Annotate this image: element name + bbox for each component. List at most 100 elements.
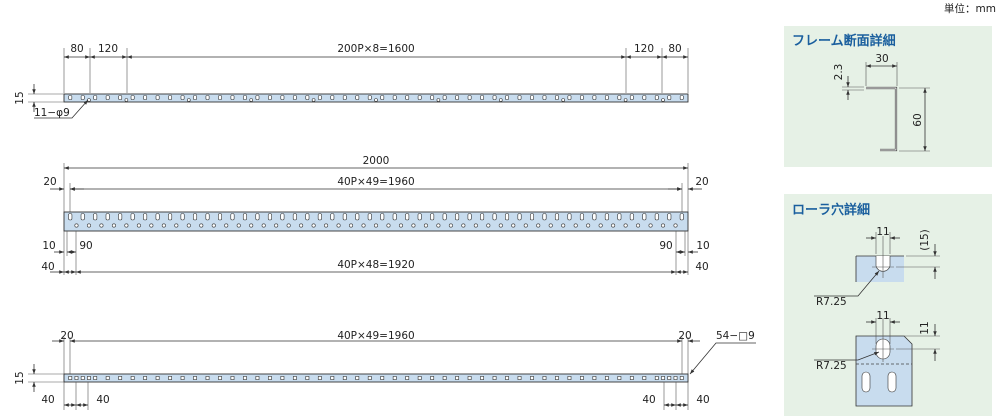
frame1-dim-pitch: 200P×8=1600 [337,43,414,55]
roller-slot [68,95,73,100]
square-hole [679,376,684,380]
square-hole [342,376,347,380]
square-hole [330,376,335,380]
roller-slot [280,95,285,100]
roller-slot [380,213,385,221]
roller-slot [392,213,397,221]
section-detail-panel [784,26,992,167]
mounting-hole [349,223,354,228]
square-hole [592,376,597,380]
roller-slot [667,95,672,100]
frame1-dim-height: 15 [14,91,26,104]
mounting-hole [661,98,665,102]
roller-slot [280,213,285,221]
frame1-dim-80-right: 80 [668,43,681,55]
frame2-dim-10-left: 10 [42,240,55,252]
mounting-hole [249,98,253,102]
mounting-hole [573,223,578,228]
square-hole [405,376,410,380]
mounting-hole [386,223,391,228]
square-hole [467,376,472,380]
frame1-dim-120-right: 120 [634,43,654,55]
square-hole [442,376,447,380]
mounting-hole [236,223,241,228]
roller-slot [305,213,310,221]
roller-slot [592,213,597,221]
mounting-hole [261,223,266,228]
frame3-dim-40-left-a: 40 [41,394,54,406]
mounting-hole [461,223,466,228]
roller-slot [355,95,360,100]
frame2-dim-pitch-top: 40P×49=1960 [337,176,414,188]
roller-slot [205,213,210,221]
frame3-dim-20-left: 20 [60,330,73,342]
bottom-radius-label: R7.25 [816,360,847,372]
square-hole [667,376,672,380]
frame1-bar [63,93,689,103]
square-hole [218,376,222,380]
mounting-hole [411,223,416,228]
roller-slot [317,95,322,100]
square-hole [480,376,484,380]
square-hole [105,376,110,380]
roller-slot [567,213,572,221]
mounting-hole [174,223,179,228]
mounting-hole [448,223,453,228]
section-dim-width: 30 [875,53,888,65]
roller-slot [517,95,522,100]
square-hole [661,376,665,380]
roller-slot [529,213,534,221]
square-hole [380,376,385,380]
roller-slot [654,95,659,100]
mounting-hole [436,98,441,102]
square-hole [87,376,91,380]
roller-slot [430,95,435,100]
roller-slot [480,213,485,221]
roller-slot [155,213,160,221]
roller-slot [193,213,198,221]
square-hole [673,376,678,380]
roller-slot [267,213,272,221]
roller-slot [629,213,634,221]
roller-slot [292,95,297,100]
mounting-hole [186,223,191,228]
roller-slot [517,213,522,221]
mounting-hole [311,98,316,102]
roller-slot [604,213,609,221]
roller-slot [542,213,547,221]
square-hole [617,376,622,380]
roller-slot [679,95,684,100]
square-hole [654,376,659,380]
mounting-hole [161,223,166,228]
bottom-dim-width: 11 [876,310,889,322]
roller-slot [405,213,410,221]
frame1-dim-120-left: 120 [98,43,118,55]
square-hole [305,376,310,380]
slot-oval-left [861,371,871,393]
frame2-holes [68,213,684,228]
frame2-dim-20-left: 20 [43,176,56,188]
roller-slot [155,95,160,100]
roller-slot [505,213,510,221]
frame3-dim-height: 15 [14,371,26,384]
roller-slot [268,95,272,100]
square-hole [629,376,634,380]
square-hole [367,376,372,380]
roller-slot [554,213,559,221]
mounting-hole [436,223,441,228]
mounting-hole [611,223,616,228]
mounting-hole [636,223,641,228]
square-hole [143,376,148,380]
roller-slot [542,95,547,100]
mounting-hole [623,223,628,228]
roller-slot [617,213,622,221]
square-hole [430,376,435,380]
roller-slot [193,95,197,100]
roller-slot [367,213,372,221]
mounting-hole [286,223,291,228]
mounting-hole [324,223,329,228]
slot-oval-right [887,371,897,393]
roller-slot [392,95,397,100]
mounting-hole [361,223,366,228]
